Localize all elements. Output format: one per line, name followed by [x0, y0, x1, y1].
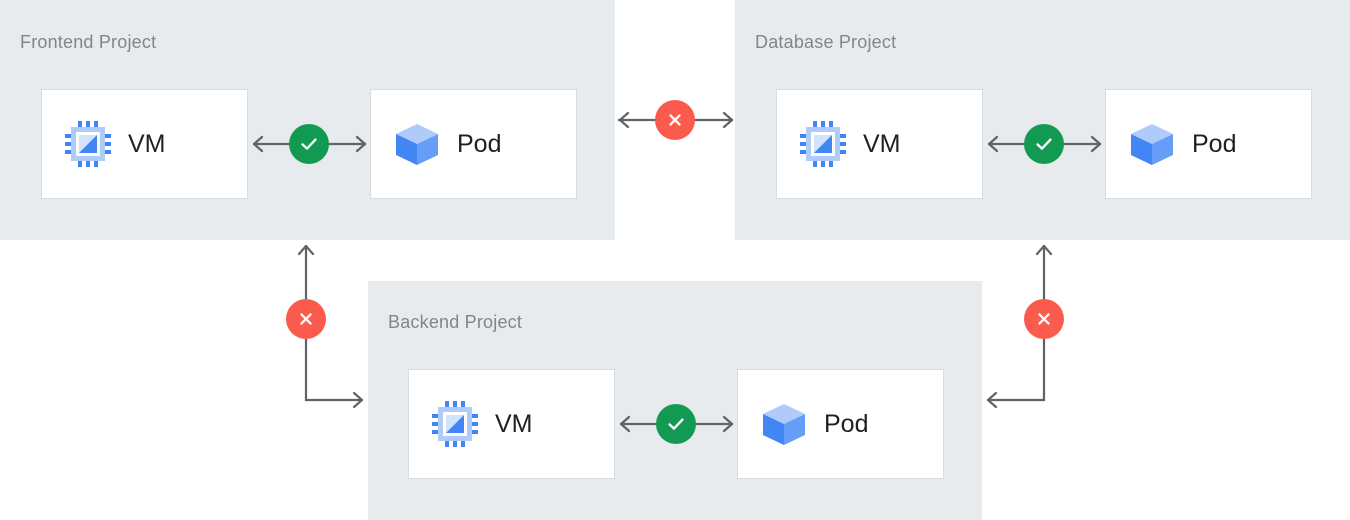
status-badge-frontend-internal[interactable]: [289, 124, 329, 164]
vm-chip-icon: [432, 401, 478, 447]
resource-card-database-pod[interactable]: Pod: [1105, 89, 1312, 199]
panel-title-backend: Backend Project: [388, 312, 523, 332]
resource-card-database-vm[interactable]: VM: [776, 89, 983, 199]
resource-card-frontend-pod[interactable]: Pod: [370, 89, 577, 199]
pod-cube-icon: [1131, 124, 1173, 165]
pod-cube-icon: [396, 124, 438, 165]
panel-title-database: Database Project: [755, 32, 897, 52]
pod-cube-icon: [763, 404, 805, 445]
resource-card-backend-vm[interactable]: VM: [408, 369, 615, 479]
vm-chip-icon: [800, 121, 846, 167]
resource-label-backend-pod: Pod: [824, 409, 869, 438]
resource-card-backend-pod[interactable]: Pod: [737, 369, 944, 479]
status-badge-frontend-database[interactable]: [655, 100, 695, 140]
check-circle-icon: [668, 418, 684, 430]
check-circle-icon: [301, 138, 317, 150]
check-circle-icon: [1036, 138, 1052, 150]
resource-card-frontend-vm[interactable]: VM: [41, 89, 248, 199]
vm-chip-icon: [65, 121, 111, 167]
resource-label-frontend-vm: VM: [128, 129, 166, 158]
status-badge-database-internal[interactable]: [1024, 124, 1064, 164]
x-circle-icon: [1038, 313, 1050, 325]
x-circle-icon: [669, 114, 681, 126]
panel-title-frontend: Frontend Project: [20, 32, 157, 52]
resource-label-backend-vm: VM: [495, 409, 533, 438]
status-badge-backend-database[interactable]: [1024, 299, 1064, 339]
resource-label-database-pod: Pod: [1192, 129, 1237, 158]
x-circle-icon: [300, 313, 312, 325]
resource-label-database-vm: VM: [863, 129, 901, 158]
status-badge-backend-internal[interactable]: [656, 404, 696, 444]
status-badge-backend-frontend[interactable]: [286, 299, 326, 339]
resource-label-frontend-pod: Pod: [457, 129, 502, 158]
